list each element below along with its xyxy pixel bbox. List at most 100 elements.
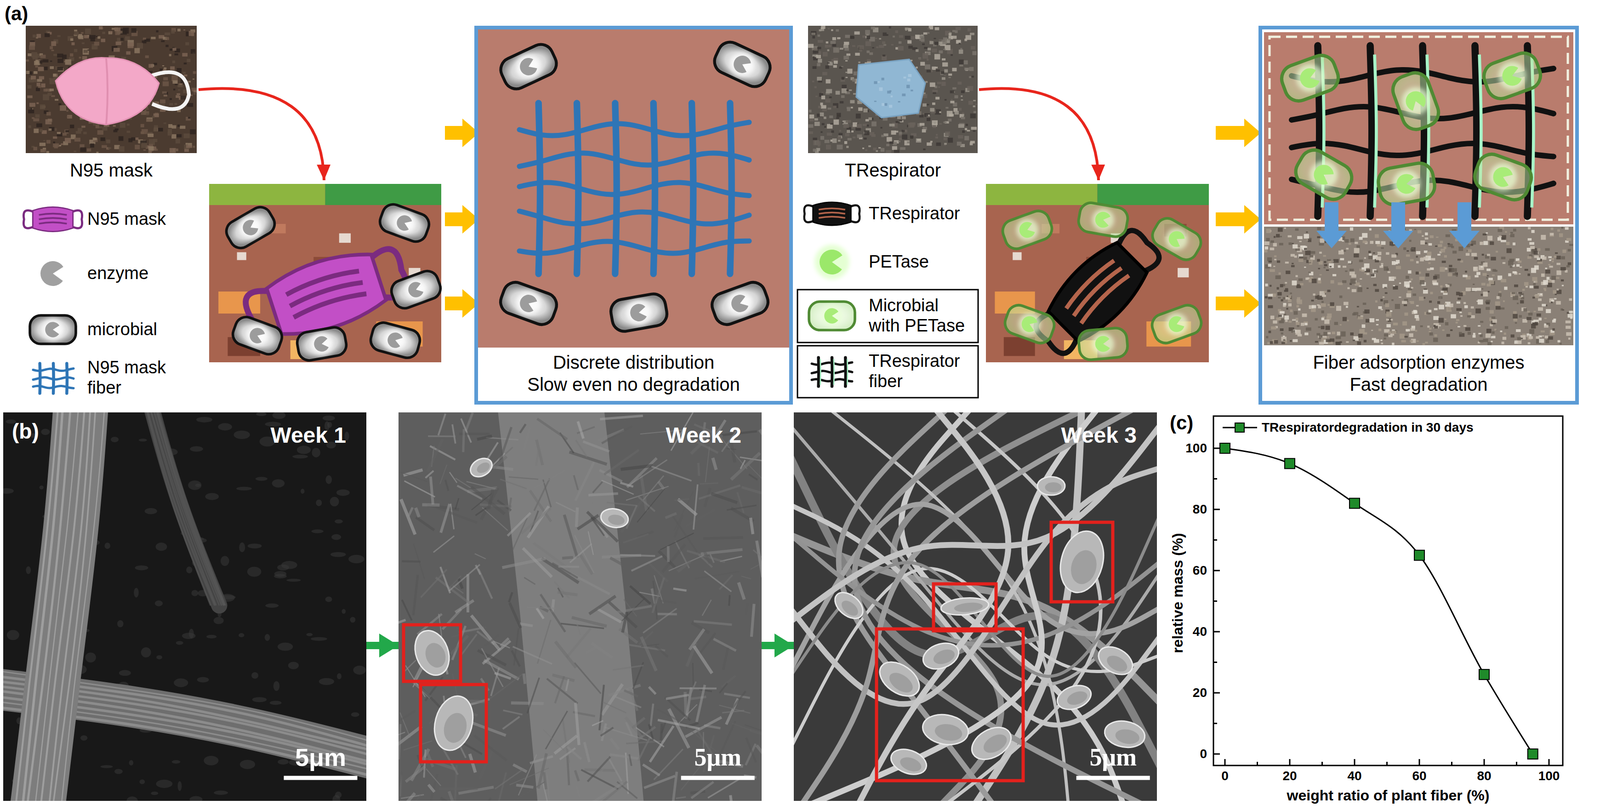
grain [855,113,861,119]
grain [828,44,832,48]
grain [816,54,821,59]
grain [855,127,861,131]
grain [939,123,942,125]
enzyme-symbol [385,330,404,349]
grain [815,141,821,146]
enzyme-glow [1162,309,1191,339]
enzyme-glow [1161,223,1192,255]
grain [161,40,166,43]
grain [148,138,155,144]
grain [868,117,872,120]
grain [74,137,81,142]
grain [831,130,834,133]
grain [1506,248,1512,253]
grain [1344,270,1348,272]
grain [862,35,866,38]
grain [1444,302,1447,305]
grain [1513,228,1517,232]
fiber [519,122,750,136]
grain [821,95,826,100]
grain [843,55,849,60]
grain [943,137,948,141]
enzyme-symbol [1402,88,1428,113]
grain [898,140,900,143]
grain [895,30,899,34]
grain [1356,306,1360,308]
grain [49,45,53,50]
grain [1560,267,1566,271]
grain [822,51,828,57]
grain [62,54,67,60]
grain [852,45,856,47]
grain [1395,259,1400,264]
grain [174,53,179,56]
fiber [1474,45,1477,217]
grain [1482,233,1487,236]
grass [1097,183,1210,205]
grain [31,51,38,58]
grain [193,93,196,95]
grain [1430,257,1435,261]
grain [1391,299,1394,302]
grain [1295,321,1300,325]
grain [1537,307,1544,311]
grain [1446,333,1451,337]
grain [865,29,871,35]
grain [1458,246,1464,251]
microbe-symbol [1290,144,1357,205]
enzyme-glow [243,321,272,350]
trespirator-photo [856,59,926,118]
grain [1460,260,1464,263]
grain [832,102,839,109]
grain [812,66,817,69]
grain [818,105,821,109]
grain [74,31,79,36]
grain [159,99,166,103]
grain [827,49,830,52]
grain [1529,242,1535,245]
grain [922,52,929,59]
grain [931,48,938,53]
grain [816,62,820,67]
grain [842,122,844,124]
grain [936,142,941,146]
grain [1470,306,1475,309]
grain [1428,330,1431,333]
grain [81,125,86,128]
enzyme-symbol [1019,313,1039,334]
grain [49,78,57,85]
grain [153,128,158,132]
block-arrow [1215,118,1261,148]
grain [1295,248,1300,251]
grain [877,81,880,83]
grain [167,131,173,136]
grain [1274,258,1277,261]
grain [35,87,40,92]
microbe-symbol [708,279,772,329]
grain [929,108,935,112]
grain [899,147,906,150]
grain [65,130,69,133]
grain [70,38,74,41]
enzyme-glow [235,212,266,243]
grain [1383,286,1387,289]
grain [933,121,936,125]
mask-body [856,59,926,118]
grain [1433,275,1438,280]
grain [1312,293,1316,296]
grain [1383,266,1389,271]
grain [1392,285,1398,290]
grain [1384,292,1388,295]
grain [177,28,181,32]
microbe-symbol [1148,214,1206,264]
grain [170,30,175,34]
grain [929,40,934,45]
grain [960,99,963,101]
grain [829,96,832,99]
grain [1381,241,1386,245]
grain [1288,295,1292,298]
grain [1517,336,1522,341]
mask-fold [106,57,108,125]
grain [1458,292,1464,297]
grain [1423,289,1429,294]
